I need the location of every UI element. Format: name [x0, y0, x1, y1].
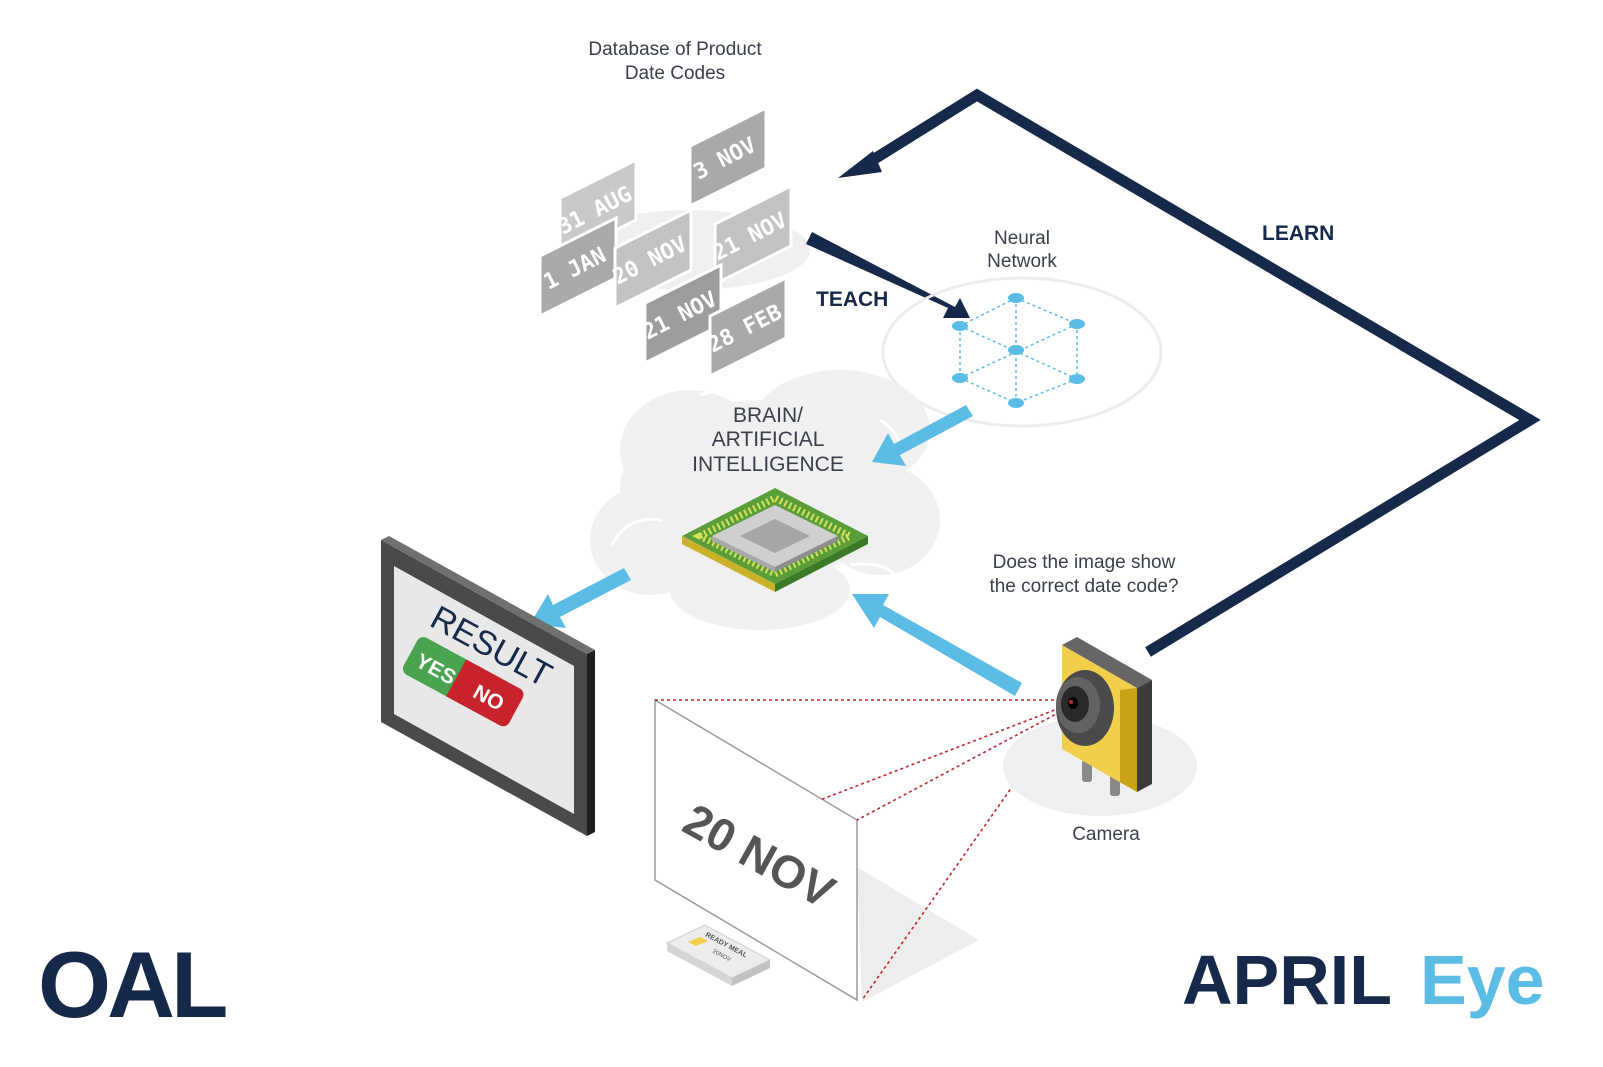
result-monitor: RESULT YES NO [381, 536, 595, 836]
neural-network-nodes [952, 293, 1085, 408]
neural-network-label-line1: Neural [994, 228, 1050, 249]
camera-field-of-view [655, 699, 1063, 1001]
learn-label: LEARN [1262, 222, 1334, 245]
learn-arrowhead [838, 151, 882, 178]
brain-to-monitor-arrow [530, 568, 631, 628]
date-code-card-face [558, 157, 638, 261]
camera-question-line2: the correct date code? [989, 576, 1178, 597]
product-box: 20 NOV READY MEAL 20NOV [654, 698, 1063, 1002]
nn-to-brain-arrow [872, 405, 973, 466]
brain-label-line2: ARTIFICIAL [712, 428, 825, 451]
neural-network: Neural Network [881, 228, 1163, 428]
april-eye-logo-part2: Eye [1420, 941, 1545, 1019]
camera-to-brain-arrow [852, 594, 1022, 696]
cloud-creases [610, 389, 903, 581]
ready-meal-package: READY MEAL 20NOV [665, 924, 772, 986]
date-code-card-face [688, 105, 768, 209]
neural-network-label-line2: Network [987, 251, 1057, 272]
neural-network-ring [881, 276, 1163, 428]
camera: Does the image show the correct date cod… [989, 552, 1197, 845]
date-code-card-face [613, 207, 693, 311]
flow-arrows [530, 405, 1022, 696]
monitor-content: RESULT YES NO [402, 599, 558, 727]
box-front-face [654, 698, 858, 1002]
teach-label: TEACH [816, 288, 888, 311]
date-code-card-face [708, 275, 788, 379]
database-title-line1: Database of Product [588, 39, 762, 60]
brain-label-line1: BRAIN/ [733, 404, 803, 427]
teach-arrow: TEACH [806, 232, 970, 318]
neural-network-links [959, 297, 1078, 404]
oal-logo: OAL [38, 932, 226, 1037]
box-shadow [857, 867, 979, 1002]
learn-path [857, 88, 1541, 657]
date-code-card: 1 JAN [538, 215, 618, 319]
ai-chip-icon [682, 488, 868, 592]
brain-label-line3: INTELLIGENCE [692, 453, 844, 476]
april-eye-logo-part1: APRIL [1182, 941, 1392, 1019]
date-code-card: 3 NOV [688, 105, 768, 209]
learn-arrow: LEARN [838, 88, 1541, 657]
database-title-line2: Date Codes [625, 63, 725, 84]
camera-question-line1: Does the image show [993, 552, 1176, 573]
brain-cloud: BRAIN/ ARTIFICIAL INTELLIGENCE [590, 370, 940, 630]
date-code-card-face [713, 183, 793, 287]
camera-label: Camera [1072, 824, 1140, 845]
